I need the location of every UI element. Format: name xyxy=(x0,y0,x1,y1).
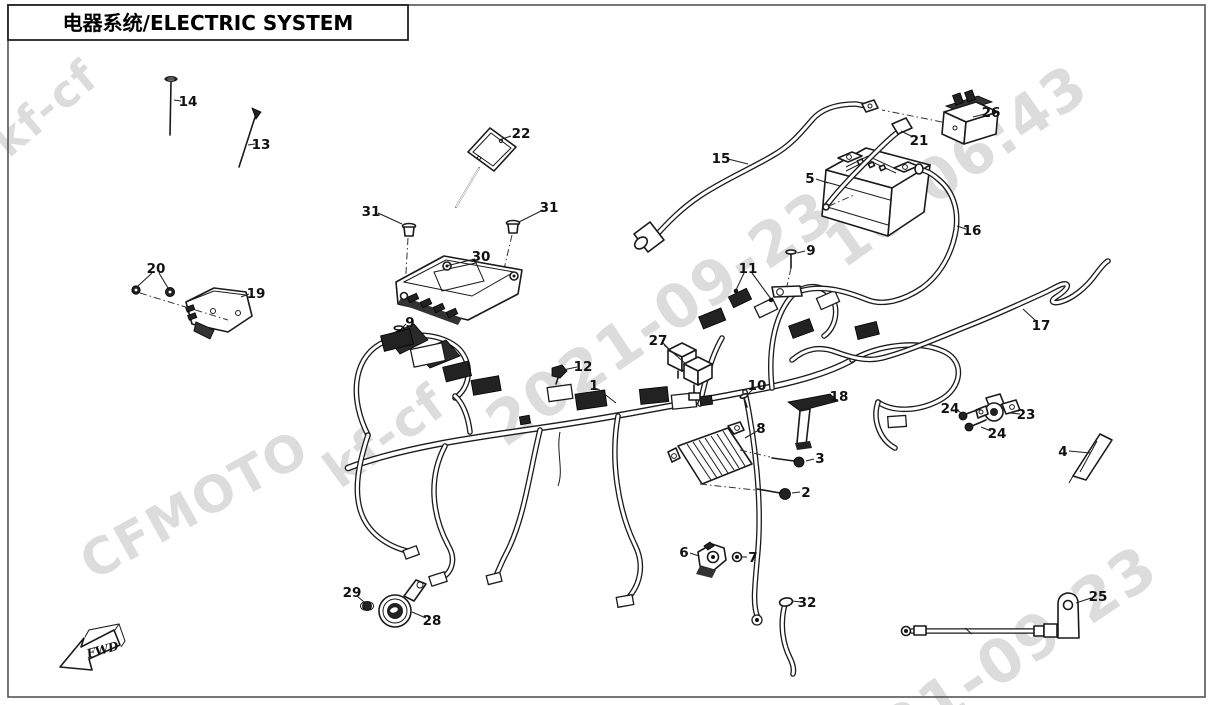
callout-label-14: 14 xyxy=(179,94,198,110)
callout-label-19: 19 xyxy=(247,286,266,302)
callout-label-27: 27 xyxy=(649,333,668,349)
callout-label-22: 22 xyxy=(512,126,531,142)
diagram-artwork xyxy=(131,76,1113,677)
part-27-relays xyxy=(667,342,713,401)
callout-label-24: 24 xyxy=(988,426,1007,442)
callout-label-1: 1 xyxy=(589,378,598,394)
callout-label-28: 28 xyxy=(423,613,442,629)
part-12-clip xyxy=(551,364,568,385)
callout-label-20: 20 xyxy=(147,261,166,277)
part-15-cable xyxy=(633,99,879,253)
callout-label-24: 24 xyxy=(941,401,960,417)
callout-label-31: 31 xyxy=(540,200,559,216)
part-6-sensor xyxy=(696,541,727,578)
watermark-text: CFMOTO xyxy=(71,419,319,592)
part-3-bolt xyxy=(771,456,805,468)
callout-label-16: 16 xyxy=(963,223,982,239)
part-14-pin xyxy=(164,76,178,136)
callout-label-21: 21 xyxy=(910,133,929,149)
callout-label-6: 6 xyxy=(679,545,688,561)
callout-label-4: 4 xyxy=(1058,444,1067,460)
part-29-bolt xyxy=(360,601,374,611)
callout-label-30: 30 xyxy=(472,249,491,265)
callout-label-5: 5 xyxy=(805,171,814,187)
callout-label-18: 18 xyxy=(830,389,849,405)
page-title: 电器系统/ELECTRIC SYSTEM xyxy=(63,11,354,35)
part-18-bracket xyxy=(787,393,839,450)
part-31-screws xyxy=(401,219,521,304)
part-7-nut xyxy=(731,551,743,563)
callout-label-9: 9 xyxy=(806,243,815,259)
callout-label-10: 10 xyxy=(748,378,767,394)
title-box: 电器系统/ELECTRIC SYSTEM xyxy=(7,4,409,41)
callout-label-15: 15 xyxy=(712,151,731,167)
part-19-module xyxy=(185,287,253,340)
part-28-horn xyxy=(378,579,427,628)
callout-label-11: 11 xyxy=(739,261,758,277)
part-9-bolt-right xyxy=(785,249,797,287)
part-25-ground-cable xyxy=(900,592,1080,639)
part-2-bolt xyxy=(756,488,791,500)
callout-label-25: 25 xyxy=(1089,589,1108,605)
callout-label-26: 26 xyxy=(982,105,1001,121)
callout-label-32: 32 xyxy=(798,595,817,611)
callout-label-7: 7 xyxy=(748,550,757,566)
part-13-rod xyxy=(238,107,262,168)
callout-label-8: 8 xyxy=(756,421,765,437)
watermark-text: kf-cf xyxy=(0,50,108,167)
part-32-tube xyxy=(778,597,797,677)
callout-label-3: 3 xyxy=(815,451,824,467)
part-23-sensor xyxy=(975,393,1021,422)
part-4-strip xyxy=(1068,433,1113,484)
callout-label-12: 12 xyxy=(574,359,593,375)
callout-label-2: 2 xyxy=(801,485,810,501)
part-24-screws xyxy=(958,408,987,432)
part-16-cable xyxy=(771,163,960,306)
leader-lines xyxy=(137,99,1092,619)
callout-label-9: 9 xyxy=(405,315,414,331)
part-22-module xyxy=(455,127,517,208)
callout-label-13: 13 xyxy=(252,137,271,153)
callout-label-17: 17 xyxy=(1032,318,1051,334)
callout-label-23: 23 xyxy=(1017,407,1036,423)
part-30-ecu xyxy=(395,255,523,325)
part-5-battery xyxy=(821,147,931,237)
part-17-cable xyxy=(789,258,1111,363)
part-26-relay xyxy=(881,89,999,145)
watermark-layer: kf-cfkf-cfCFMOTO2021-09-2310:06:432021-0… xyxy=(0,50,1171,705)
fwd-arrow-icon: FWD xyxy=(59,623,126,671)
callout-label-29: 29 xyxy=(343,585,362,601)
part-21-cable xyxy=(822,117,913,211)
part-8-regulator xyxy=(667,421,771,491)
watermark-text: 2021-09-23 xyxy=(797,532,1171,705)
part-20-fasteners xyxy=(131,285,229,321)
callout-label-31: 31 xyxy=(362,204,381,220)
frame-border xyxy=(7,4,1206,698)
